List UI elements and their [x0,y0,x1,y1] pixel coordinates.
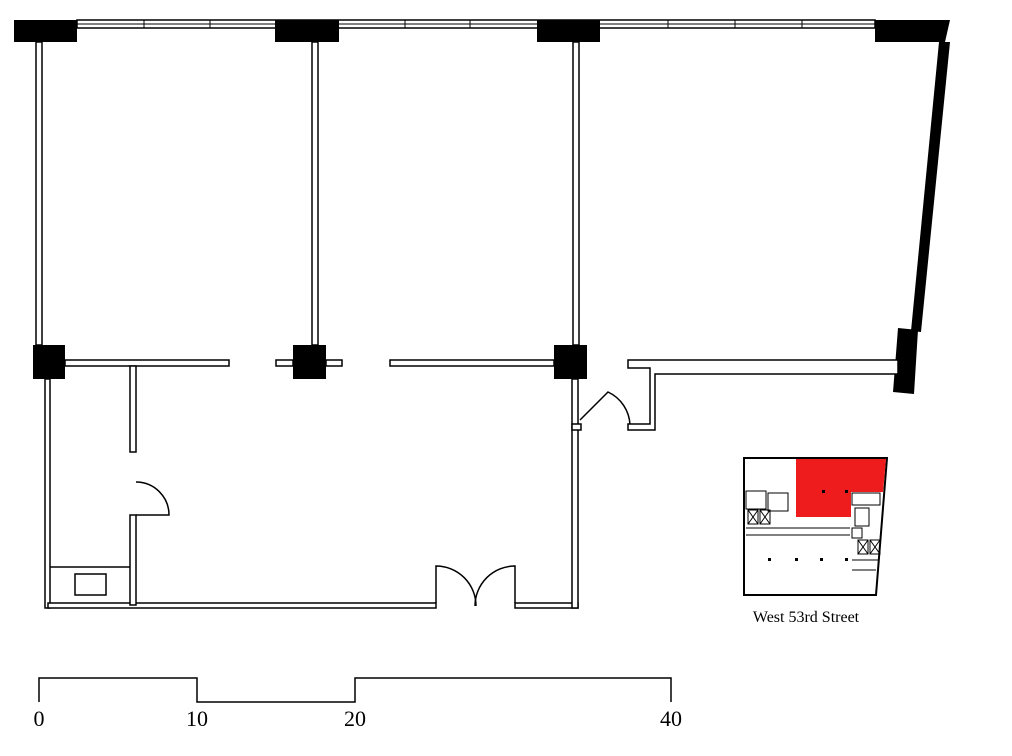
street-label: West 53rd Street [753,609,860,626]
column-se [893,328,918,394]
key-plan: West 53rd Street [743,457,889,626]
column-w [33,345,65,379]
office-door [135,481,170,516]
column-n1 [275,20,339,42]
highlighted-suite [796,459,886,517]
scale-bar: 0 10 20 40 [34,677,682,731]
scale-bar-line [38,677,672,703]
sink-fixture [74,573,107,596]
north-window-wall [76,19,876,29]
column-n2 [537,20,600,42]
column-ne [875,20,950,42]
column-c [293,345,326,379]
scale-label-10: 10 [186,706,208,731]
entry-door-right [474,565,516,607]
entry-door-left [435,565,477,607]
column-e [554,345,587,379]
east-exterior-wall [911,42,950,332]
floor-plan [14,19,950,609]
doors [135,391,631,607]
storage-closet [50,566,130,596]
interior-walls [44,365,579,609]
scale-label-20: 20 [344,706,366,731]
structural-columns [14,20,950,394]
scale-label-0: 0 [34,706,45,731]
key-plan-outline [743,457,889,596]
scale-label-40: 40 [660,706,682,731]
corridor-walls [64,359,555,367]
office-partitions [35,41,580,346]
column-nw [14,20,77,42]
east-return-wall [627,359,899,431]
key-plan-core [745,490,881,571]
corner-door [579,391,631,426]
